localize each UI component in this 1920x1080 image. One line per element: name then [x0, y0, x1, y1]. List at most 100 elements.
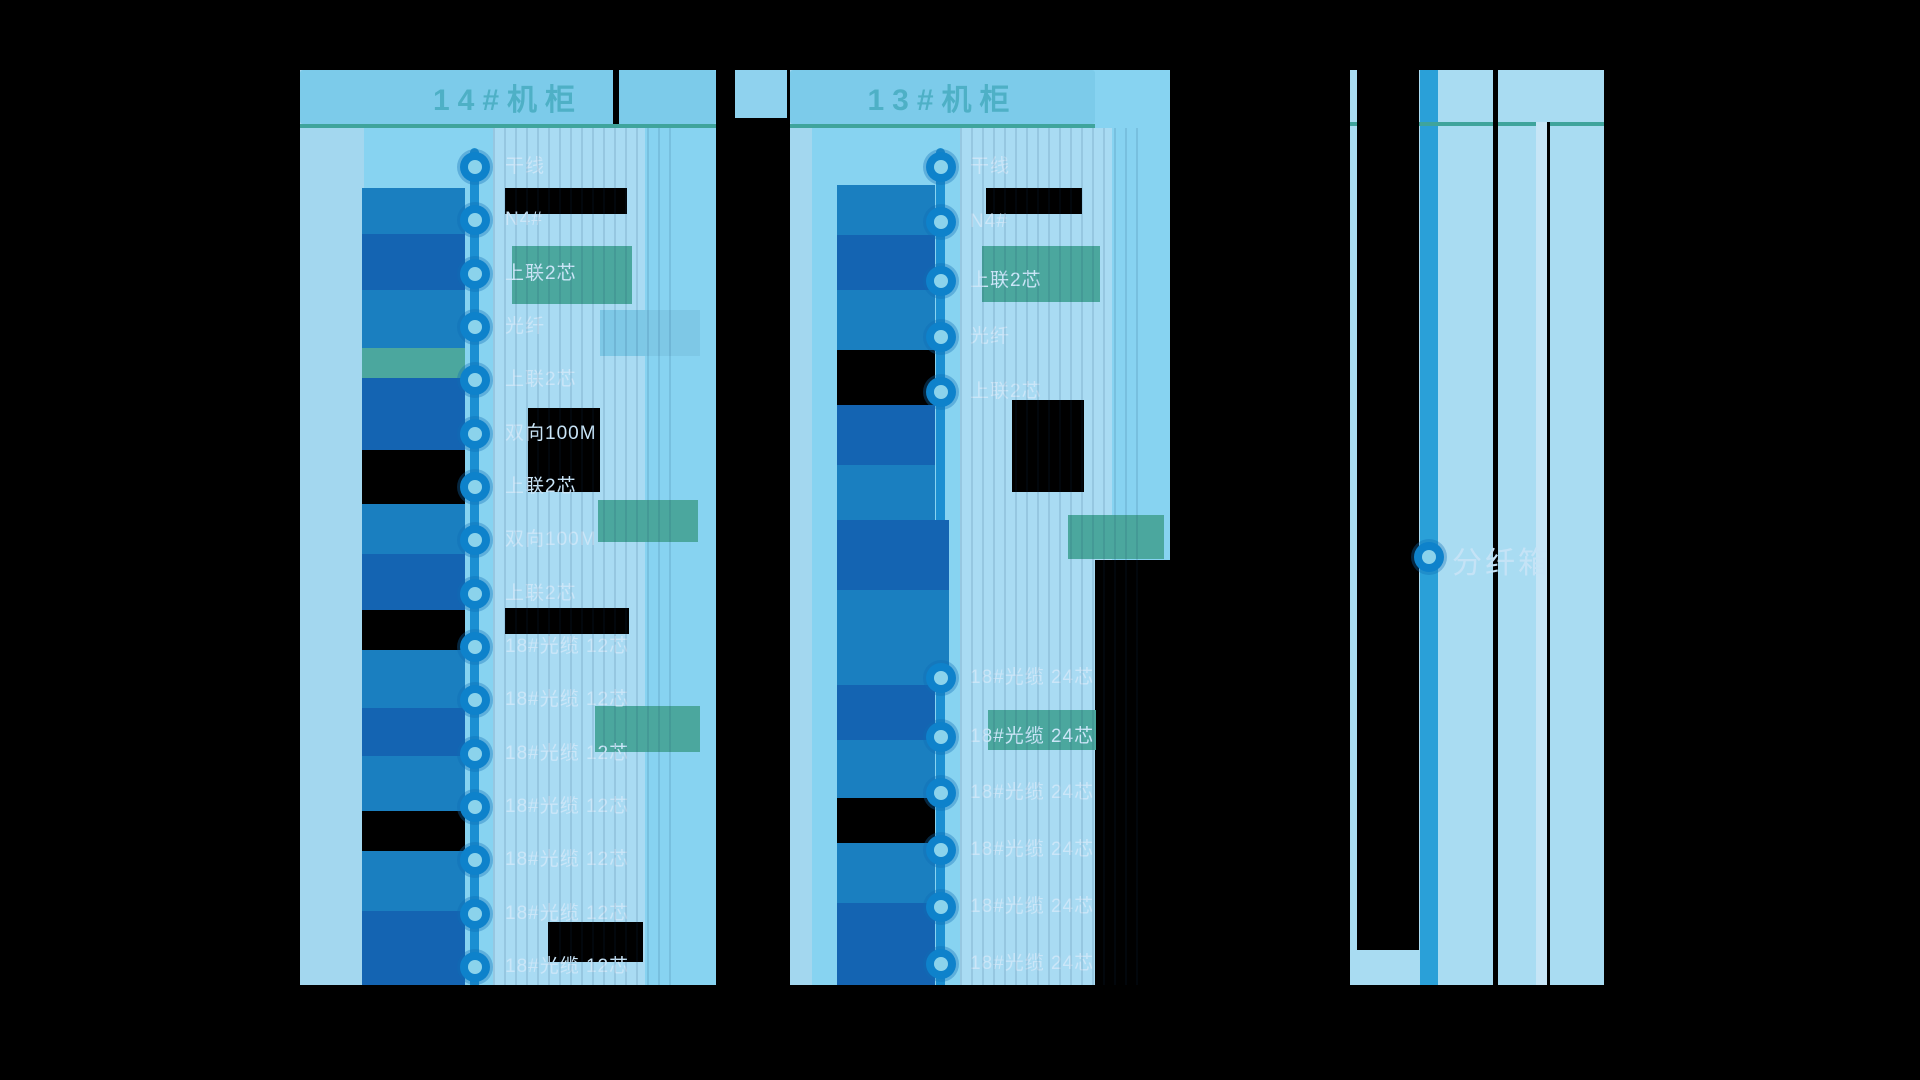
cabinet-header-14: 14#机柜 — [300, 70, 716, 124]
timeline-node-dot[interactable] — [1414, 542, 1444, 572]
dot-core-icon — [468, 373, 482, 387]
header-divider — [790, 124, 1095, 128]
glitch-artifact — [362, 911, 465, 985]
cabinet-title: 14#机柜 — [432, 84, 584, 117]
timeline-node-label: 上联2芯 — [505, 476, 577, 497]
dot-core-icon — [934, 330, 948, 344]
timeline-node-label: 光纤 — [970, 326, 1011, 347]
timeline-node-label: 干线 — [970, 156, 1011, 177]
dot-core-icon — [468, 693, 482, 707]
glitch-artifact — [362, 450, 465, 504]
dot-core-icon — [468, 320, 482, 334]
glitch-artifact — [362, 650, 465, 708]
dot-core-icon — [1422, 550, 1436, 564]
dot-core-icon — [468, 640, 482, 654]
timeline-node-label: 上联2芯 — [505, 369, 577, 390]
dot-core-icon — [468, 747, 482, 761]
timeline-node-dot[interactable] — [926, 892, 956, 922]
timeline-node-label: 上联2芯 — [505, 583, 577, 604]
timeline-node-label: 18#光缆 24芯 — [970, 667, 1095, 688]
timeline-node-dot[interactable] — [926, 949, 956, 979]
glitch-artifact — [362, 610, 465, 650]
glitch-artifact — [837, 520, 949, 590]
timeline-node-dot[interactable] — [460, 739, 490, 769]
glitch-artifact — [837, 685, 935, 740]
glitch-artifact — [982, 246, 1100, 302]
timeline-node-dot[interactable] — [460, 899, 490, 929]
timeline-node-label: 18#光缆 24芯 — [970, 953, 1095, 974]
glitch-artifact — [362, 708, 465, 756]
header-divider — [300, 124, 716, 128]
dot-core-icon — [468, 427, 482, 441]
timeline-node-dot[interactable] — [460, 419, 490, 449]
timeline-node-dot[interactable] — [460, 205, 490, 235]
timeline-node-label: 18#光缆 12芯 — [505, 636, 630, 657]
glitch-artifact — [613, 70, 619, 124]
dot-core-icon — [468, 213, 482, 227]
timeline-node-label: 18#光缆 12芯 — [505, 956, 630, 977]
timeline-node-dot[interactable] — [926, 663, 956, 693]
glitch-artifact — [595, 706, 700, 752]
timeline-node-dot[interactable] — [460, 152, 490, 182]
timeline-node-label: 18#光缆 12芯 — [505, 903, 630, 924]
timeline-node-label: N4# — [970, 211, 1008, 232]
timeline-node-dot[interactable] — [926, 266, 956, 296]
timeline-node-dot[interactable] — [460, 312, 490, 342]
timeline-node-label: 18#光缆 24芯 — [970, 839, 1095, 860]
timeline-node-label: 18#光缆 12芯 — [505, 743, 630, 764]
glitch-artifact — [837, 405, 935, 465]
panel-left-strip — [790, 70, 812, 985]
glitch-artifact — [362, 188, 465, 234]
timeline-node-dot[interactable] — [460, 632, 490, 662]
glitch-artifact — [362, 378, 465, 450]
timeline-node-dot[interactable] — [460, 525, 490, 555]
glitch-artifact — [600, 310, 700, 356]
timeline-node-dot[interactable] — [460, 685, 490, 715]
glitch-artifact — [362, 348, 465, 378]
glitch-artifact — [362, 756, 465, 811]
timeline-node-label: 上联2芯 — [505, 263, 577, 284]
glitch-artifact — [837, 843, 935, 903]
dot-core-icon — [934, 900, 948, 914]
timeline-node-dot[interactable] — [460, 845, 490, 875]
dot-core-icon — [934, 274, 948, 288]
dot-core-icon — [468, 800, 482, 814]
glitch-artifact — [1547, 122, 1550, 985]
timeline-node-label: 18#光缆 24芯 — [970, 726, 1095, 747]
timeline-node-dot[interactable] — [926, 207, 956, 237]
glitch-artifact — [837, 740, 935, 798]
timeline-node-dot[interactable] — [460, 792, 490, 822]
timeline-node-label: 光纤 — [505, 316, 546, 337]
timeline-node-dot[interactable] — [460, 259, 490, 289]
timeline-node-dot[interactable] — [460, 365, 490, 395]
glitch-artifact — [362, 811, 465, 851]
dot-core-icon — [934, 730, 948, 744]
glitch-artifact — [362, 504, 465, 554]
glitch-artifact — [1095, 560, 1170, 985]
timeline-node-dot[interactable] — [926, 778, 956, 808]
timeline-node-dot[interactable] — [926, 152, 956, 182]
timeline-node-dot[interactable] — [926, 722, 956, 752]
side-panel: 分纤箱 — [1350, 70, 1604, 985]
timeline-node-label: 18#光缆 12芯 — [505, 849, 630, 870]
glitch-artifact — [1012, 400, 1084, 492]
glitch-artifact — [362, 851, 465, 911]
dot-core-icon — [934, 160, 948, 174]
glitch-artifact — [362, 234, 465, 290]
dot-core-icon — [468, 907, 482, 921]
timeline-node-dot[interactable] — [460, 579, 490, 609]
dot-core-icon — [934, 215, 948, 229]
timeline-node-dot[interactable] — [926, 322, 956, 352]
timeline-node-dot[interactable] — [926, 377, 956, 407]
timeline-node-dot[interactable] — [926, 835, 956, 865]
glitch-artifact — [988, 710, 1096, 750]
cabinet-header-13: 13#机柜 — [790, 70, 1095, 124]
timeline-node-dot[interactable] — [460, 952, 490, 982]
dot-core-icon — [468, 480, 482, 494]
timeline-node-label: 双向100M — [505, 423, 597, 444]
glitch-artifact — [512, 246, 632, 304]
glitch-artifact — [1536, 122, 1547, 985]
timeline-node-dot[interactable] — [460, 472, 490, 502]
